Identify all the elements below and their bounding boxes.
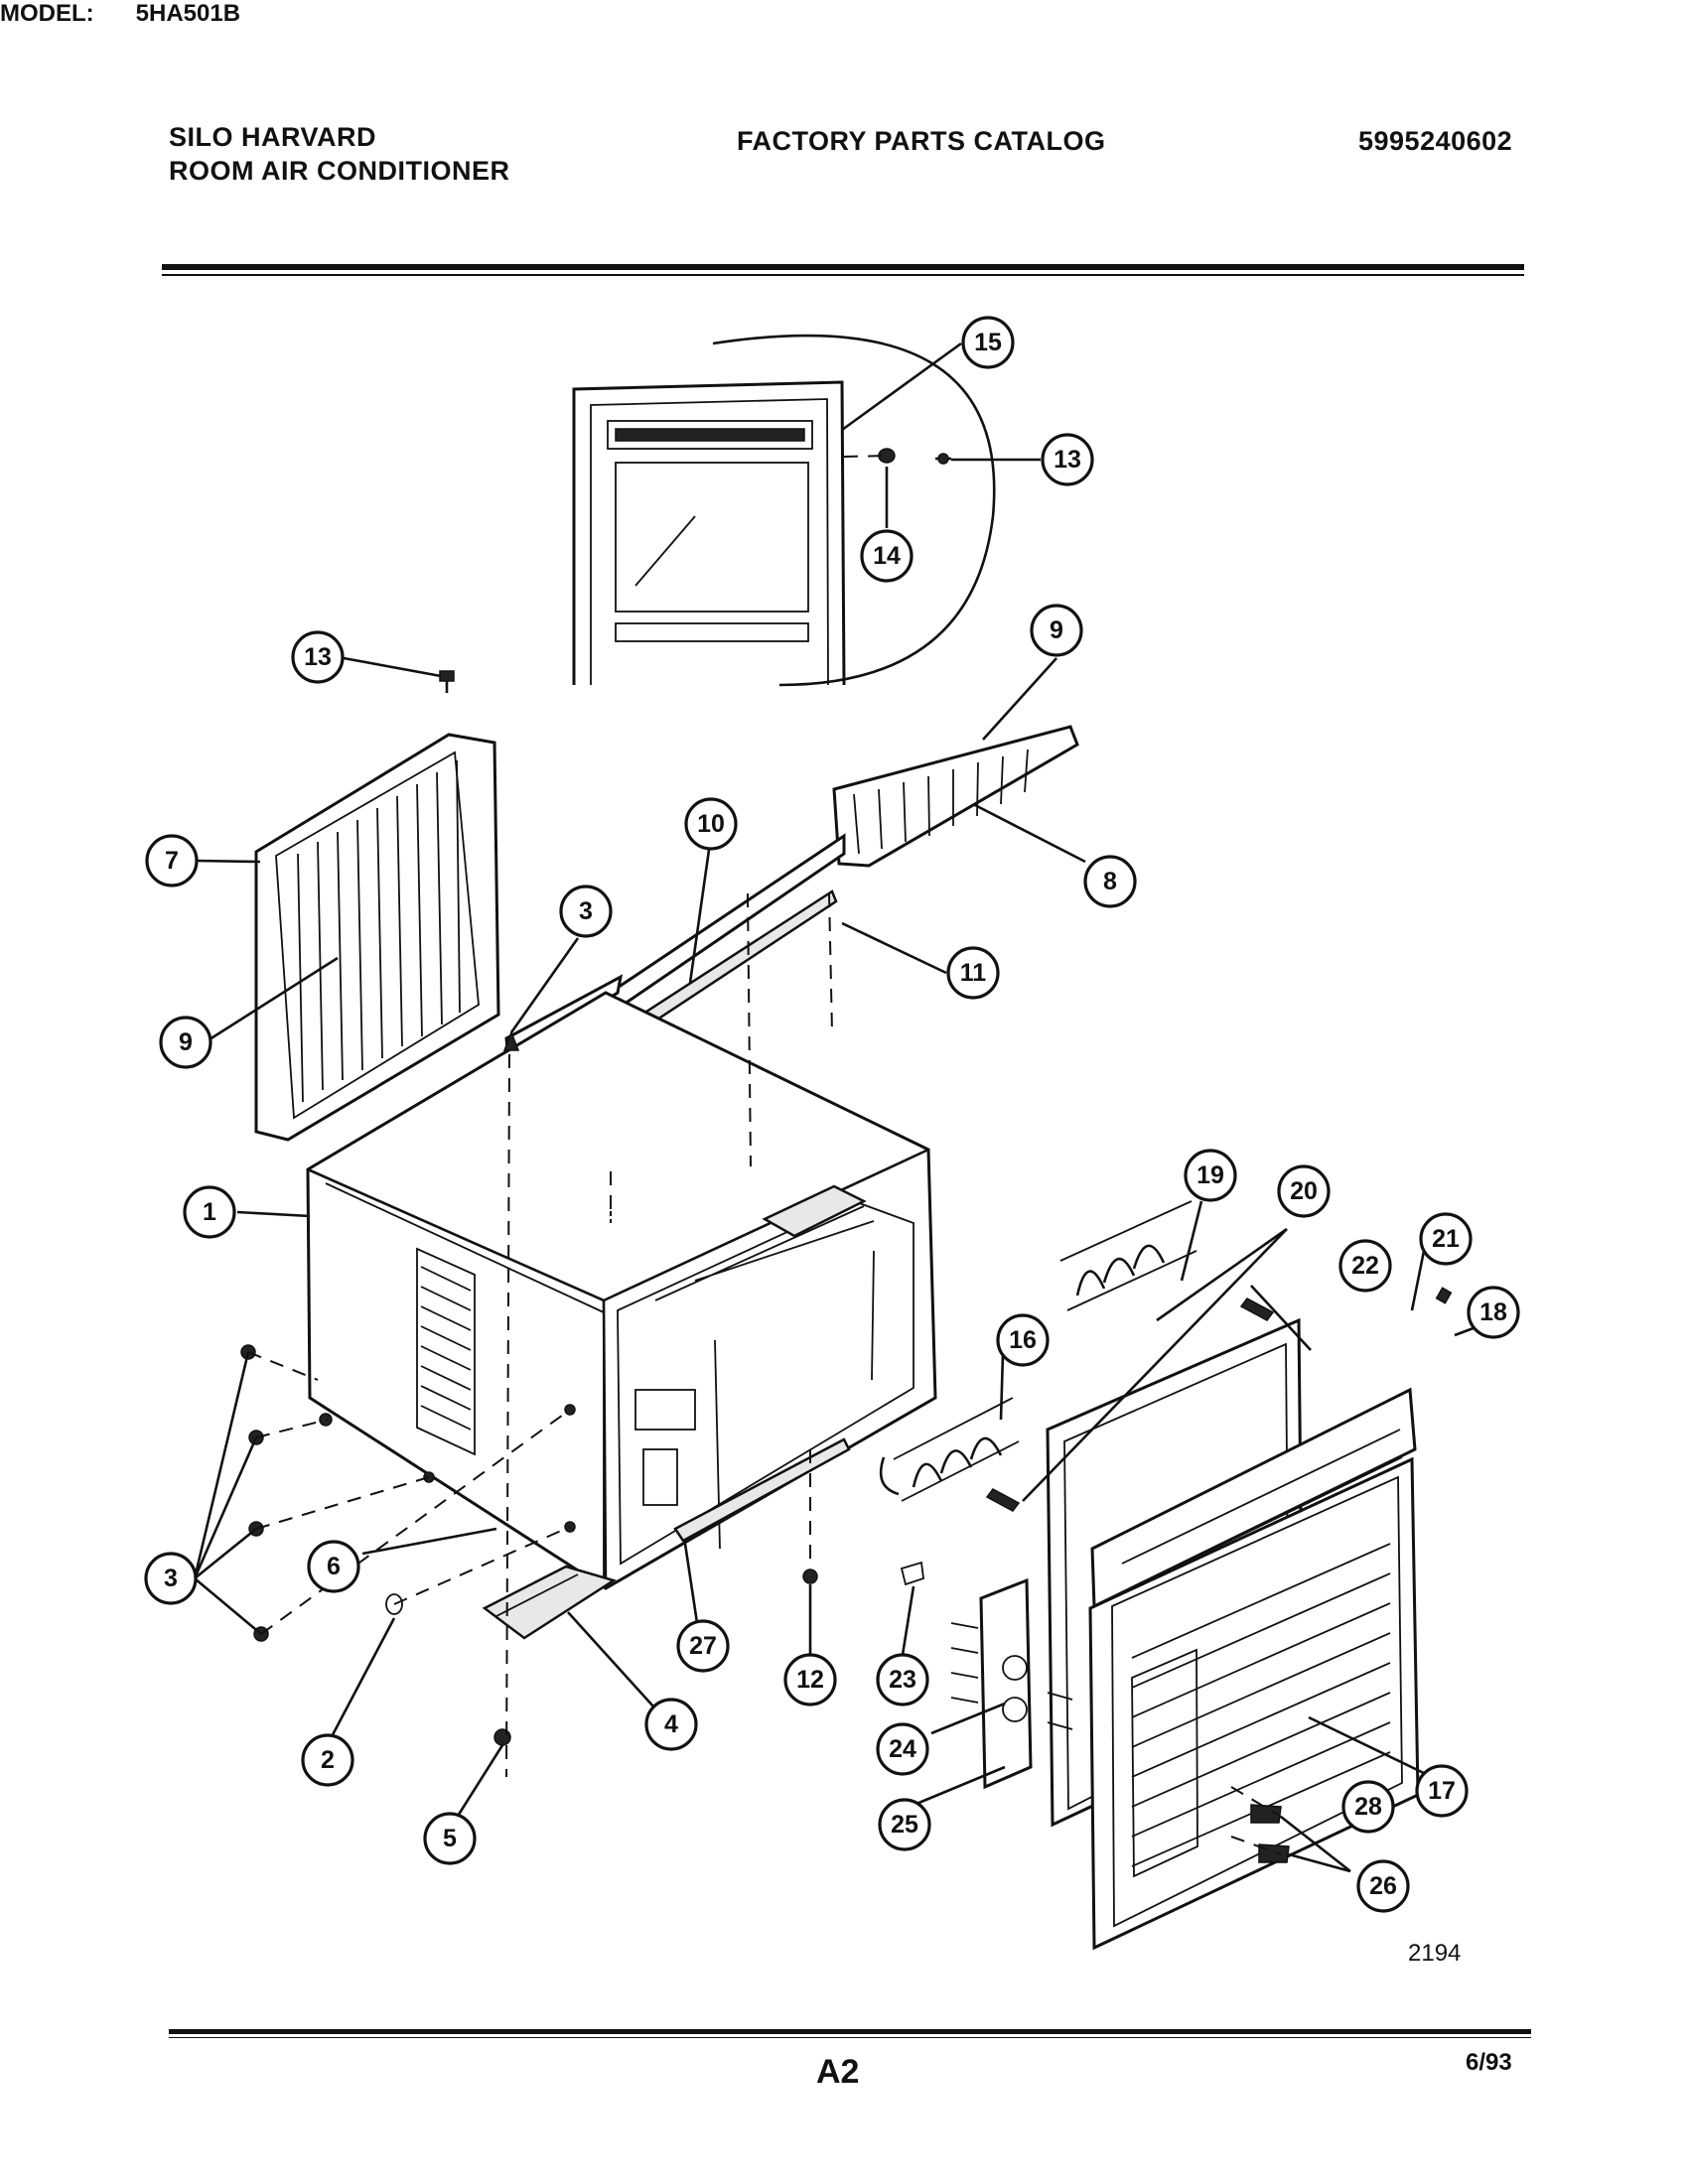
callout-9-right: 9 bbox=[1030, 604, 1083, 657]
assembly-guide-lines bbox=[247, 455, 1282, 1855]
svg-text:13: 13 bbox=[304, 643, 332, 671]
model-label: MODEL: bbox=[0, 0, 94, 27]
callout-4: 4 bbox=[644, 1698, 698, 1751]
callout-12: 12 bbox=[783, 1653, 837, 1706]
svg-text:9: 9 bbox=[179, 1028, 193, 1056]
svg-text:24: 24 bbox=[889, 1735, 916, 1763]
svg-text:5: 5 bbox=[443, 1825, 457, 1852]
catalog-date: 6/93 bbox=[1466, 2049, 1512, 2076]
svg-text:12: 12 bbox=[796, 1666, 824, 1694]
header-rule-thick bbox=[162, 264, 1524, 270]
louver-assembly bbox=[832, 725, 1079, 868]
callout-21: 21 bbox=[1419, 1212, 1473, 1266]
svg-text:23: 23 bbox=[889, 1666, 916, 1694]
callout-14: 14 bbox=[860, 529, 914, 583]
callout-3-left: 3 bbox=[144, 1552, 198, 1605]
brand-title: SILO HARVARD ROOM AIR CONDITIONER bbox=[169, 121, 510, 189]
callout-10: 10 bbox=[684, 797, 738, 851]
svg-text:27: 27 bbox=[689, 1632, 717, 1660]
svg-text:14: 14 bbox=[873, 542, 901, 570]
model-line: MODEL: 5HA501B bbox=[0, 0, 1688, 28]
callout-5: 5 bbox=[423, 1812, 477, 1865]
footer-rule-thin bbox=[169, 2037, 1531, 2038]
catalog-part-number: 5995240602 bbox=[1358, 126, 1513, 156]
callout-13-left: 13 bbox=[291, 630, 345, 684]
catalog-title: FACTORY PARTS CATALOG bbox=[737, 126, 1106, 156]
svg-text:16: 16 bbox=[1009, 1326, 1037, 1354]
front-grille-assembly bbox=[1046, 1287, 1453, 1951]
svg-text:1: 1 bbox=[203, 1198, 216, 1226]
callout-18: 18 bbox=[1467, 1286, 1520, 1339]
callout-7: 7 bbox=[145, 834, 199, 887]
svg-text:11: 11 bbox=[960, 959, 987, 987]
brand-line-1: SILO HARVARD bbox=[169, 122, 377, 152]
side-filter-panel bbox=[254, 670, 500, 1142]
callout-1: 1 bbox=[183, 1185, 236, 1239]
header-rule-thin bbox=[162, 274, 1524, 276]
svg-text:2: 2 bbox=[321, 1746, 335, 1774]
svg-text:22: 22 bbox=[1351, 1252, 1379, 1280]
callout-16: 16 bbox=[996, 1313, 1050, 1367]
svg-text:26: 26 bbox=[1369, 1872, 1397, 1900]
svg-text:9: 9 bbox=[1050, 616, 1063, 644]
svg-text:4: 4 bbox=[664, 1710, 678, 1738]
svg-text:3: 3 bbox=[164, 1565, 178, 1592]
callout-15: 15 bbox=[961, 316, 1015, 369]
callout-24: 24 bbox=[876, 1722, 929, 1776]
callout-13-top: 13 bbox=[1041, 433, 1094, 486]
air-louvers bbox=[879, 1200, 1197, 1502]
svg-text:17: 17 bbox=[1428, 1777, 1456, 1805]
svg-text:10: 10 bbox=[697, 810, 725, 838]
brand-line-2: ROOM AIR CONDITIONER bbox=[169, 155, 510, 186]
callout-9-left: 9 bbox=[159, 1016, 212, 1069]
svg-text:19: 19 bbox=[1196, 1161, 1224, 1189]
svg-text:13: 13 bbox=[1054, 446, 1081, 474]
callout-26: 26 bbox=[1356, 1859, 1410, 1913]
page-code: A2 bbox=[816, 2053, 860, 2091]
inset-front-panel-detail bbox=[572, 334, 996, 687]
footer-rule-thick bbox=[169, 2029, 1531, 2034]
callout-2: 2 bbox=[301, 1733, 354, 1787]
svg-text:18: 18 bbox=[1479, 1298, 1507, 1326]
callout-17: 17 bbox=[1415, 1764, 1469, 1818]
callout-25: 25 bbox=[878, 1798, 931, 1851]
svg-text:7: 7 bbox=[165, 847, 179, 875]
svg-text:6: 6 bbox=[327, 1553, 341, 1580]
base-pan-parts bbox=[482, 1437, 851, 1640]
svg-text:3: 3 bbox=[579, 897, 593, 925]
figure-number: 2194 bbox=[1408, 1940, 1462, 1967]
callout-8: 8 bbox=[1083, 855, 1137, 908]
callout-11: 11 bbox=[946, 946, 1000, 1000]
model-number: 5HA501B bbox=[135, 0, 241, 27]
callout-19: 19 bbox=[1184, 1149, 1237, 1202]
svg-text:28: 28 bbox=[1354, 1793, 1382, 1821]
svg-text:20: 20 bbox=[1290, 1177, 1318, 1205]
callout-22: 22 bbox=[1338, 1239, 1392, 1293]
svg-text:8: 8 bbox=[1103, 868, 1117, 895]
callout-27: 27 bbox=[676, 1619, 730, 1673]
control-panel-plate bbox=[950, 1577, 1073, 1790]
leader-lines bbox=[193, 341, 1479, 1873]
callout-20: 20 bbox=[1277, 1164, 1331, 1218]
callout-6: 6 bbox=[307, 1540, 360, 1593]
svg-text:25: 25 bbox=[891, 1811, 918, 1839]
svg-text:15: 15 bbox=[974, 329, 1002, 356]
callout-3-top: 3 bbox=[559, 885, 613, 938]
callout-28: 28 bbox=[1341, 1780, 1395, 1834]
callout-23: 23 bbox=[876, 1653, 929, 1706]
svg-text:21: 21 bbox=[1432, 1225, 1460, 1253]
screw-13 bbox=[937, 453, 949, 465]
cabinet-housing bbox=[306, 991, 937, 1590]
